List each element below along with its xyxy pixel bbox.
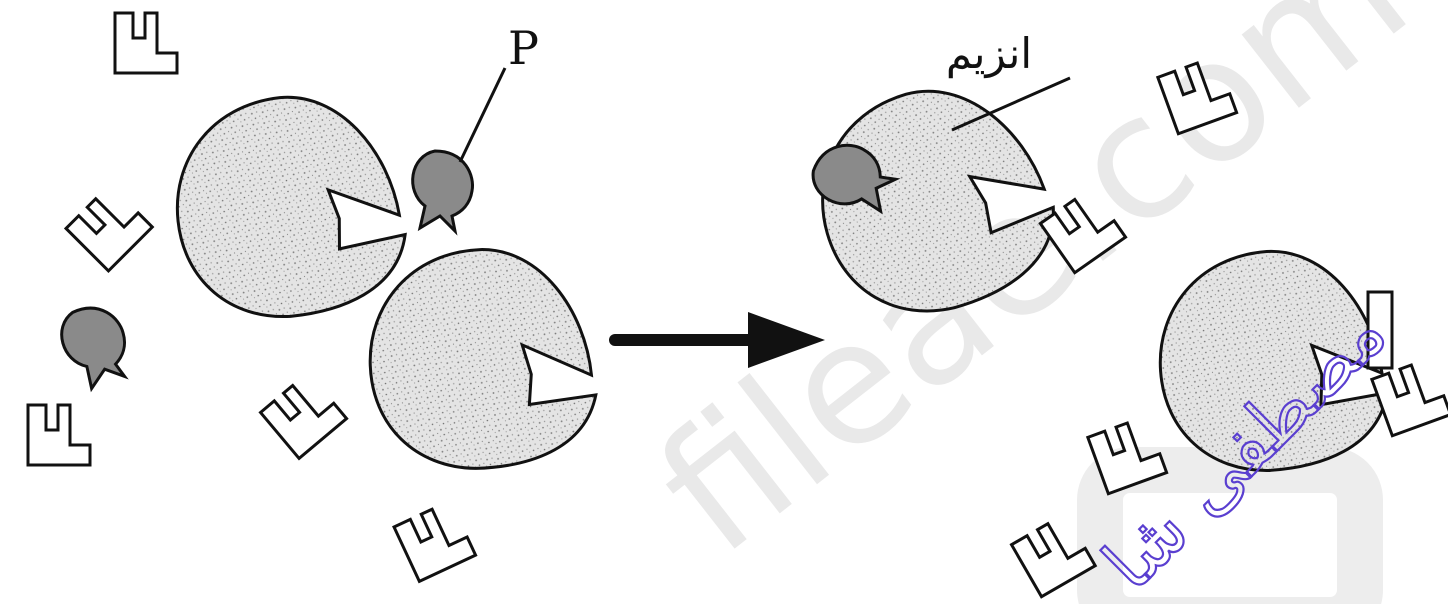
substrate-block [394,501,476,582]
enzyme-left-top [163,83,414,330]
substrate-block [28,405,90,465]
inhibitor-p [413,151,473,231]
substrate-block [261,373,347,459]
label-p: P [508,21,539,75]
substrate-block [115,13,177,73]
substrate-block [1372,358,1448,436]
label-enzyme: انزیم [946,29,1032,79]
enzyme-left-bottom [363,242,601,475]
label-p-pointer [460,68,505,162]
inhibitor-left-loose [52,297,140,395]
substrate-block [66,185,152,271]
